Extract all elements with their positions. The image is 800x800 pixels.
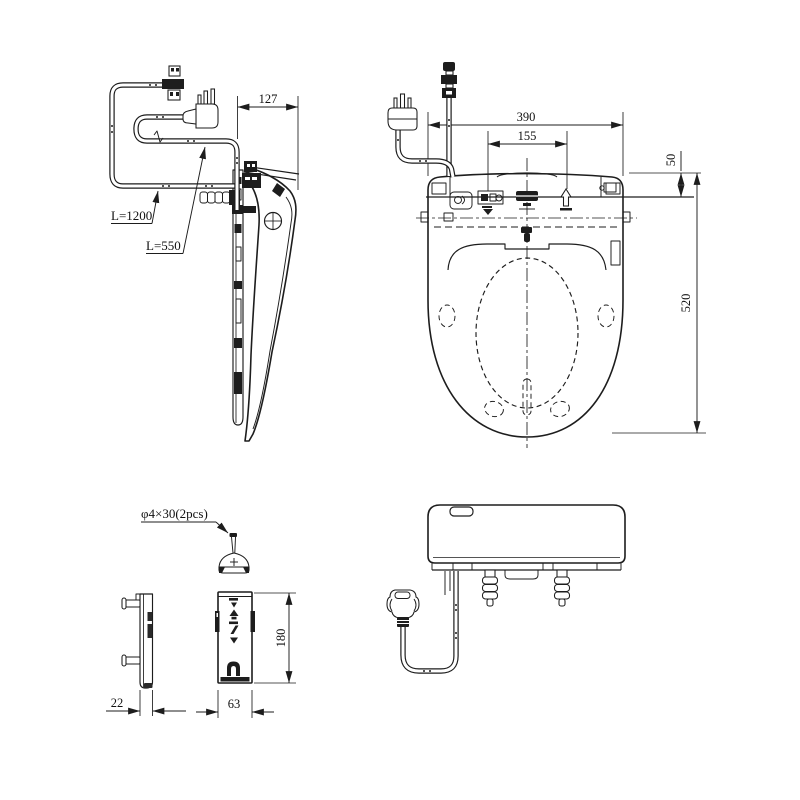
hose-connector [481, 569, 499, 607]
seat-sensor-pins [444, 571, 451, 595]
seat-opening [475, 257, 579, 409]
dim-22: 22 [106, 690, 186, 716]
bottom-recess [504, 570, 539, 580]
cord-length-callout-1200: L=1200 [111, 190, 160, 224]
dim-520-label: 520 [679, 294, 693, 313]
bumper [484, 400, 504, 418]
mount-fittings [443, 182, 621, 266]
cord-markings [111, 84, 238, 187]
dim-180-label: 180 [274, 629, 288, 648]
dim-127-label: 127 [259, 92, 278, 106]
screw-detail: φ4×30(2pcs) [141, 506, 250, 574]
bumper [597, 304, 615, 328]
dim-22-label: 22 [111, 696, 124, 710]
dim-63: 63 [196, 690, 274, 718]
lid-hump [496, 172, 558, 178]
dim-390-label: 390 [517, 110, 536, 124]
dim-50: 50 [629, 151, 701, 198]
dim-155-label: 155 [518, 129, 537, 143]
center-slot [522, 378, 532, 416]
bumper [438, 304, 456, 328]
cord-label-1200: L=1200 [111, 208, 152, 223]
power-plug-top [387, 93, 456, 178]
seat-lid-profile [244, 167, 297, 442]
dim-63-label: 63 [228, 697, 241, 711]
dim-180: 180 [254, 592, 296, 684]
hose-quick-connector [162, 65, 184, 101]
side-view: 127 L=1200 L=550 [109, 65, 300, 442]
dim-520: 520 [612, 172, 706, 434]
dim-390: 390 [427, 110, 624, 176]
hose-connector [553, 569, 571, 607]
remote-buttons [227, 598, 240, 676]
unit-body-front [427, 504, 626, 564]
water-hose-cord [109, 82, 237, 189]
power-plug-side [182, 88, 219, 129]
cord-length-callout-550: L=550 [146, 146, 206, 254]
dim-155: 155 [487, 129, 568, 191]
dim-127: 127 [237, 92, 299, 190]
bracket-side-view: 22 [106, 593, 186, 716]
tank-front-contour [447, 243, 607, 271]
indicator-window [449, 506, 474, 517]
mount-parts-detail: φ4×30(2pcs) [106, 506, 296, 718]
front-view [386, 504, 626, 674]
screw-label: φ4×30(2pcs) [141, 506, 208, 521]
bumper [550, 400, 570, 418]
dim-50-label: 50 [664, 154, 678, 167]
power-cord [133, 114, 240, 210]
front-power-cord [400, 571, 459, 674]
remote-front-view: 180 63 [196, 591, 296, 718]
cord-label-550: L=550 [146, 238, 181, 253]
power-plug-back [386, 589, 420, 627]
top-view: 390 155 50 520 [387, 62, 706, 448]
